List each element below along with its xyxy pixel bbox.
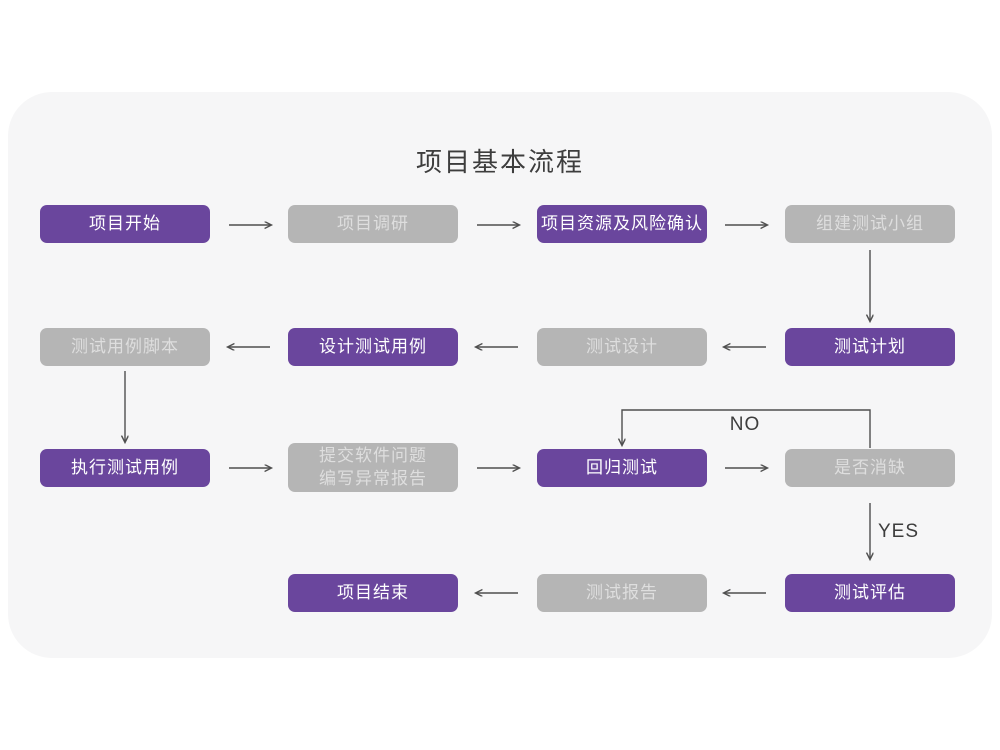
node-case-script: 测试用例脚本 [40, 328, 210, 366]
node-project-research: 项目调研 [288, 205, 458, 243]
node-test-report: 测试报告 [537, 574, 707, 612]
node-resource-risk: 项目资源及风险确认 [537, 205, 707, 243]
node-test-plan: 测试计划 [785, 328, 955, 366]
node-build-team: 组建测试小组 [785, 205, 955, 243]
node-project-start: 项目开始 [40, 205, 210, 243]
arrow-no-loop [622, 409, 871, 448]
diagram-title: 项目基本流程 [415, 147, 584, 177]
edge-label-no: NO [729, 414, 761, 435]
node-defect-check: 是否消缺 [785, 449, 955, 487]
node-submit-issues: 提交软件问题 编写异常报告 [288, 443, 458, 492]
edge-label-yes: YES [878, 521, 920, 542]
node-evaluation: 测试评估 [785, 574, 955, 612]
node-test-design: 测试设计 [537, 328, 707, 366]
node-design-cases: 设计测试用例 [288, 328, 458, 366]
node-project-end: 项目结束 [288, 574, 458, 612]
flowchart-panel [8, 92, 992, 658]
node-regression: 回归测试 [537, 449, 707, 487]
node-execute-cases: 执行测试用例 [40, 449, 210, 487]
